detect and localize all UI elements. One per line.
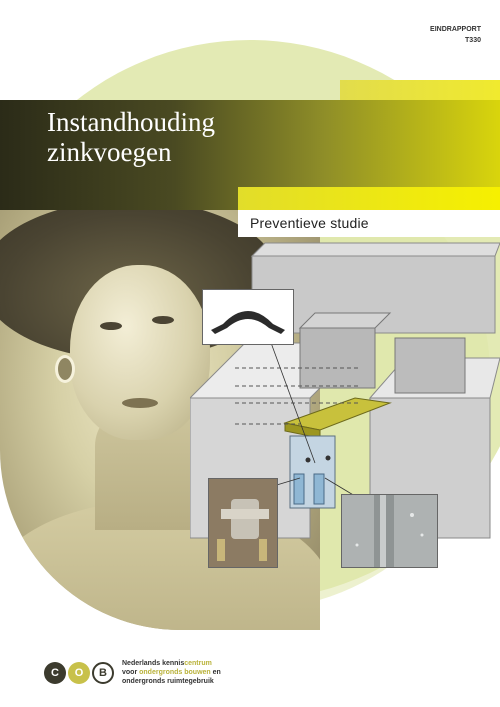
- organisation-line-3: ondergronds ruimtegebruik: [122, 678, 214, 685]
- organisation-name: Nederlands kenniscentrum voor ondergrond…: [122, 659, 221, 686]
- logo-letter-c: C: [44, 661, 66, 684]
- cob-logo: C O B Nederlands kenniscentrum voor onde…: [44, 659, 221, 686]
- logo-letter-o: O: [68, 661, 90, 684]
- surface-closeup-photo: [341, 494, 438, 568]
- report-id: EINDRAPPORT T330: [430, 24, 481, 46]
- report-number: T330: [465, 37, 481, 44]
- portrait-earring: [55, 355, 75, 383]
- report-title-line-2: zinkvoegen: [47, 137, 172, 167]
- profile-photo: [202, 289, 294, 345]
- accent-strip: [238, 187, 500, 210]
- portrait-face: [70, 265, 210, 440]
- report-label: EINDRAPPORT: [430, 26, 481, 33]
- organisation-line-1: Nederlands kenniscentrum: [122, 660, 212, 667]
- portrait-lips: [122, 398, 158, 408]
- subtitle-band: [238, 210, 500, 237]
- report-subtitle: Preventieve studie: [250, 215, 369, 231]
- organisation-line-2: voor ondergronds bouwen en: [122, 669, 221, 676]
- portrait-eye-right: [152, 316, 174, 324]
- joint-detail-photo: [208, 478, 278, 568]
- portrait-eye-left: [100, 322, 122, 330]
- report-title: Instandhouding zinkvoegen: [47, 107, 215, 167]
- logo-letter-b: B: [92, 661, 114, 684]
- report-title-line-1: Instandhouding: [47, 107, 215, 137]
